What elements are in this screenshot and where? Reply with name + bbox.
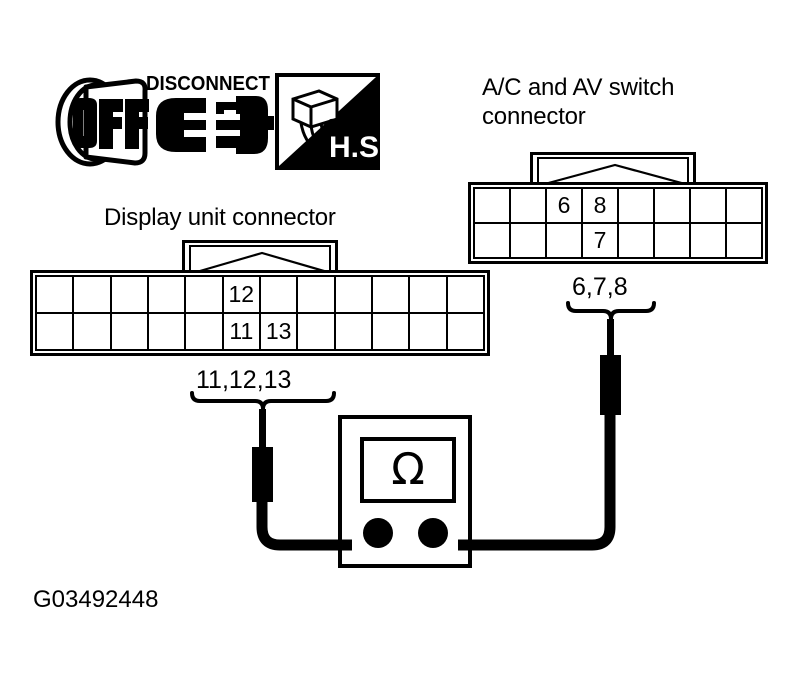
pin-cell [184, 275, 224, 314]
pin-cell [296, 312, 336, 351]
pin-cell [617, 222, 655, 259]
table-row: 6 8 [473, 187, 763, 224]
pin-cell [408, 312, 448, 351]
display-connector-body: 12 11 13 [30, 270, 490, 356]
pin-cell [445, 312, 486, 351]
display-unit-connector[interactable]: 12 11 13 [30, 240, 490, 356]
pin-cell [653, 187, 691, 224]
right-test-probe [600, 319, 621, 415]
table-row: 7 [473, 222, 763, 259]
pin-cell [72, 275, 112, 314]
pin-cell [109, 312, 149, 351]
pin-cell [617, 187, 655, 224]
pin-cell [370, 275, 411, 314]
pin-cell [653, 222, 691, 259]
table-row: 11 13 [34, 312, 486, 351]
svg-text:H.S.: H.S. [329, 131, 380, 164]
pin-cell [445, 275, 486, 314]
pin-cell [109, 275, 149, 314]
pin-cell [370, 312, 411, 351]
ac-av-switch-connector[interactable]: 6 8 7 [468, 152, 768, 264]
pin-cell [689, 187, 727, 224]
pin-cell [473, 222, 511, 259]
figure-id: G03492448 [33, 586, 159, 613]
ohmmeter-right-terminal[interactable] [418, 518, 448, 548]
ohmmeter-left-terminal[interactable] [363, 518, 393, 548]
ac-connector-title-line1: A/C and AV switch [482, 74, 675, 101]
table-row: 12 [34, 275, 486, 314]
pin-cell [34, 275, 75, 314]
pin-cell [689, 222, 727, 259]
svg-text:DISCONNECT: DISCONNECT [146, 73, 270, 95]
ohm-symbol: Ω [391, 444, 425, 495]
pin-cell [725, 222, 763, 259]
display-probe-pin-label: 11,12,13 [196, 366, 292, 394]
pin-cell-6: 6 [545, 187, 583, 224]
display-probe-brace [190, 391, 336, 410]
right-probe-lead [458, 413, 616, 551]
pin-cell [725, 187, 763, 224]
ignition-off-icon [44, 73, 156, 170]
harness-side-icon: H.S. [275, 73, 387, 170]
pin-cell [184, 312, 224, 351]
ac-connector-title: A/C and AV switch connector [482, 73, 674, 131]
pin-cell [72, 312, 112, 351]
ac-connector-title-line2: connector [482, 103, 586, 130]
pin-cell-11: 11 [221, 312, 261, 351]
pin-cell-7: 7 [581, 222, 619, 259]
pin-cell [509, 222, 547, 259]
pin-cell [146, 275, 187, 314]
pin-cell [258, 275, 299, 314]
ac-probe-brace [566, 301, 656, 320]
pin-cell [146, 312, 187, 351]
display-connector-pin-grid: 12 11 13 [34, 275, 486, 351]
pin-cell [509, 187, 547, 224]
pin-cell-12: 12 [221, 275, 261, 314]
pin-cell [34, 312, 75, 351]
ac-probe-pin-label: 6,7,8 [572, 273, 628, 301]
pin-cell [296, 275, 336, 314]
ohmmeter-display: Ω [360, 437, 456, 503]
pin-cell [408, 275, 448, 314]
pin-cell [473, 187, 511, 224]
ohmmeter[interactable]: Ω [338, 415, 472, 568]
pin-cell-8: 8 [581, 187, 619, 224]
left-test-probe [252, 409, 273, 502]
ac-connector-body: 6 8 7 [468, 182, 768, 264]
pin-cell-13: 13 [258, 312, 299, 351]
header-icon-row: DISCONNECT [44, 68, 389, 173]
disconnect-icon: DISCONNECT [144, 68, 274, 173]
pin-cell [333, 312, 373, 351]
display-connector-title: Display unit connector [104, 204, 336, 231]
pin-cell [545, 222, 583, 259]
pin-cell [333, 275, 373, 314]
ac-connector-pin-grid: 6 8 7 [473, 187, 763, 259]
